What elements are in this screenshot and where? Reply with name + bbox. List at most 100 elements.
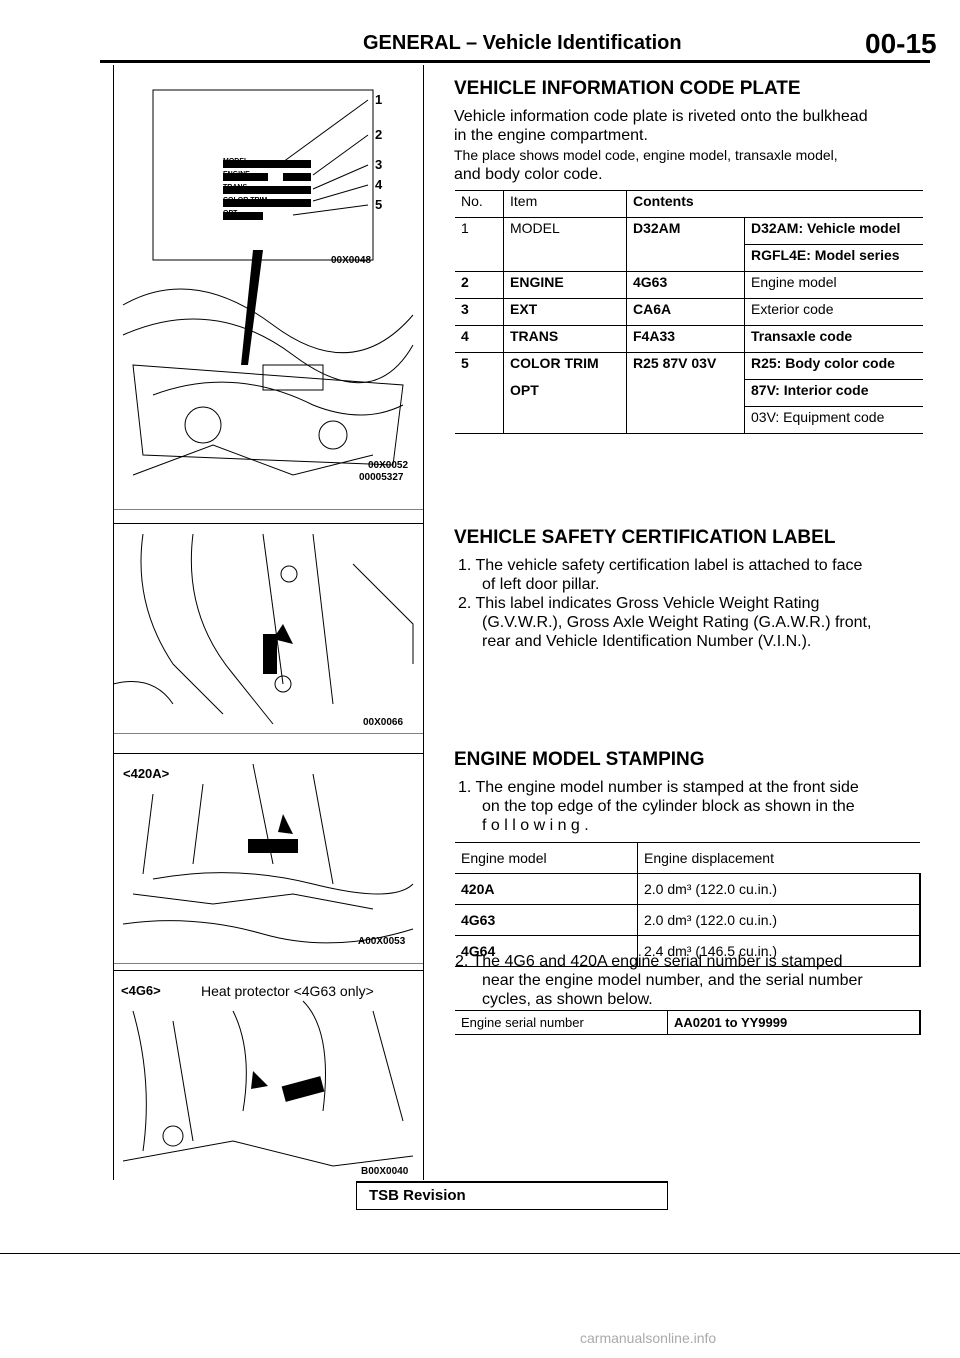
cell-no <box>455 245 504 272</box>
column-divider <box>423 65 424 1180</box>
engine-item-1-cont: on the top edge of the cylinder block as… <box>482 798 855 815</box>
cell-code: 4G63 <box>626 271 745 299</box>
table-header-engine-model: Engine model <box>455 842 638 874</box>
section-title-engine: ENGINE MODEL STAMPING <box>454 749 705 770</box>
callout-3: 3 <box>375 157 383 172</box>
figure-column: MODEL ENGINE TRANS COLOR TRIM OPT EXT 1 … <box>113 65 423 1180</box>
plate-label-opt: OPT <box>223 210 238 217</box>
table-row: Engine serial number AA0201 to YY9999 <box>455 1010 921 1035</box>
cell-desc: D32AM: Vehicle model <box>744 217 923 245</box>
vic-table: No. Item Contents 1 MODEL D32AM D32AM: V… <box>455 190 923 434</box>
figure-label-heat-protector: Heat protector <4G63 only> <box>201 983 374 999</box>
cell-no: 4 <box>455 325 504 353</box>
cell-engine-model: 420A <box>455 873 638 905</box>
figure-code: 00X0066 <box>363 717 404 728</box>
table-header-contents: Contents <box>626 190 923 218</box>
cell-item <box>503 244 627 272</box>
table-row: 5 COLOR TRIM R25 87V 03V R25: Body color… <box>455 352 923 380</box>
table-row: 4G63 2.0 dm³ (122.0 cu.in.) <box>455 904 921 936</box>
safety-item-2-cont: (G.V.W.R.), Gross Axle Weight Rating (G.… <box>482 614 872 631</box>
plate-label-engine: ENGINE <box>223 171 250 178</box>
safety-item-1: 1. The vehicle safety certification labe… <box>458 557 863 574</box>
table-header-item: Item <box>503 190 627 218</box>
table-row: 03V: Equipment code <box>455 406 923 434</box>
code-plate-drawing <box>113 89 423 510</box>
4g6-engine-drawing <box>122 1000 414 1167</box>
cell-desc: Transaxle code <box>744 325 923 353</box>
cell-code <box>626 244 745 272</box>
section-title-safety: VEHICLE SAFETY CERTIFICATION LABEL <box>454 527 836 548</box>
door-pillar-drawing <box>113 533 423 734</box>
callout-5: 5 <box>375 197 383 212</box>
figure-code: A00X0053 <box>358 936 406 947</box>
vic-paragraph-1: Vehicle information code plate is rivete… <box>454 108 868 125</box>
plate-ext-text: EXT <box>270 172 284 179</box>
page-number: 00-15 <box>865 28 937 59</box>
table-header-displacement: Engine displacement <box>637 842 920 874</box>
cell-code <box>626 379 745 407</box>
table-row: 420A 2.0 dm³ (122.0 cu.in.) <box>455 873 921 905</box>
vic-paragraph-4: and body color code. <box>454 166 603 183</box>
figure-label: <4G6> <box>121 983 161 998</box>
callout-2: 2 <box>375 127 383 142</box>
engine-item-2-cont: near the engine model number, and the se… <box>482 972 863 989</box>
table-row: 4 TRANS F4A33 Transaxle code <box>455 325 923 353</box>
serial-label: Engine serial number <box>455 1010 668 1035</box>
cell-no: 3 <box>455 298 504 326</box>
table-row: 4G64 2.4 dm³ (146.5 cu.in.) <box>455 935 921 967</box>
cell-engine-model: 4G63 <box>455 904 638 936</box>
420a-engine-drawing <box>113 763 423 964</box>
cell-code: D32AM <box>626 217 745 245</box>
cell-item <box>503 406 627 434</box>
engine-item-2: 2. The 4G6 and 420A engine serial number… <box>455 953 843 970</box>
displacement-table: Engine model Engine displacement 420A 2.… <box>455 842 921 967</box>
cell-displacement: 2.0 dm³ (122.0 cu.in.) <box>637 904 921 936</box>
header-rule <box>100 60 930 63</box>
plate-label-list: MODEL ENGINE TRANS COLOR TRIM OPT <box>223 155 267 220</box>
serial-number-table: Engine serial number AA0201 to YY9999 <box>455 1010 921 1035</box>
footer-rule <box>0 1253 960 1254</box>
serial-value: AA0201 to YY9999 <box>667 1010 921 1035</box>
cell-desc: Engine model <box>744 271 923 299</box>
cell-displacement: 2.4 dm³ (146.5 cu.in.) <box>637 935 921 967</box>
cell-item: MODEL <box>503 217 627 245</box>
table-header-row: No. Item Contents <box>455 190 923 218</box>
safety-item-2-cont2: rear and Vehicle Identification Number (… <box>482 633 812 650</box>
figure-4g6-stamp: <4G6> Heat protector <4G63 only> B00X004… <box>113 970 423 1181</box>
section-title-vic: VEHICLE INFORMATION CODE PLATE <box>454 78 801 99</box>
figure-door-pillar: 00X0066 <box>113 523 423 734</box>
cell-engine-model: 4G64 <box>455 935 638 967</box>
cell-desc: 87V: Interior code <box>744 379 923 407</box>
table-row: 1 MODEL D32AM D32AM: Vehicle model <box>455 217 923 245</box>
figure-code: 00005327 <box>359 472 404 483</box>
cell-no: 2 <box>455 271 504 299</box>
cell-desc: 03V: Equipment code <box>744 406 923 434</box>
cell-item: COLOR TRIM <box>503 352 627 380</box>
tsb-revision-label: TSB Revision <box>369 1187 466 1204</box>
cell-item: OPT <box>503 379 627 407</box>
figure-code-plate: MODEL ENGINE TRANS COLOR TRIM OPT EXT 1 … <box>113 65 423 510</box>
plate-label-color-trim: COLOR TRIM <box>223 197 268 204</box>
cell-code: F4A33 <box>626 325 745 353</box>
engine-item-2-cont2: cycles, as shown below. <box>482 991 653 1008</box>
cell-desc: R25: Body color code <box>744 352 923 380</box>
cell-code: CA6A <box>626 298 745 326</box>
callout-4: 4 <box>375 177 383 192</box>
plate-label-model: MODEL <box>223 158 249 165</box>
cell-item: TRANS <box>503 325 627 353</box>
tsb-revision-box: TSB Revision <box>356 1181 668 1210</box>
vic-paragraph-2: in the engine compartment. <box>454 127 648 144</box>
cell-code: R25 87V 03V <box>626 352 745 380</box>
safety-item-1-cont: of left door pillar. <box>482 576 600 593</box>
figure-420a-stamp: <420A> A00X0053 <box>113 753 423 964</box>
engine-item-1-cont2: f o l l o w i n g . <box>482 817 589 834</box>
table-header-no: No. <box>455 190 504 218</box>
cell-no: 5 <box>455 352 504 380</box>
callout-1: 1 <box>375 92 383 107</box>
cell-desc: Exterior code <box>744 298 923 326</box>
cell-displacement: 2.0 dm³ (122.0 cu.in.) <box>637 873 921 905</box>
cell-code <box>626 406 745 434</box>
cell-item: ENGINE <box>503 271 627 299</box>
table-header-row: Engine model Engine displacement <box>455 842 920 874</box>
vic-paragraph-3: The place shows model code, engine model… <box>454 147 838 163</box>
